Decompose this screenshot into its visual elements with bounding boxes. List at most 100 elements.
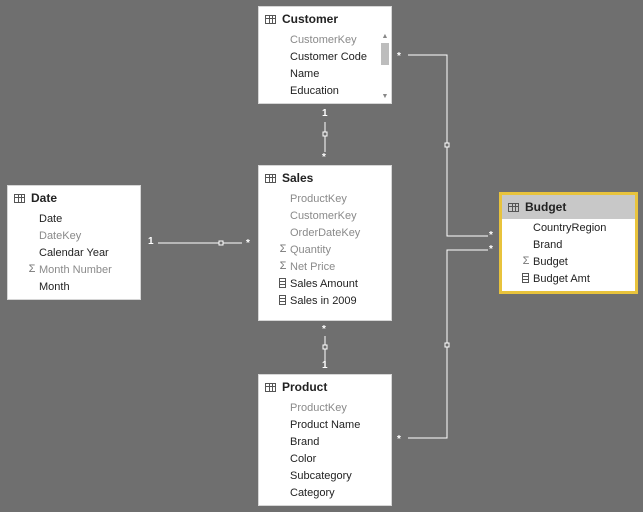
field-label: Occupation: [290, 102, 346, 104]
field-label: Budget Amt: [533, 272, 590, 285]
table-title: Sales: [282, 171, 314, 185]
cardinality-many: *: [322, 324, 326, 335]
table-title: Date: [31, 191, 58, 205]
scroll-down-icon[interactable]: ▼: [381, 93, 389, 100]
field-item[interactable]: Category: [259, 484, 391, 501]
table-title: Customer: [282, 12, 339, 26]
rel-marker: [322, 131, 328, 137]
field-item[interactable]: Date: [8, 210, 140, 227]
field-item[interactable]: ProductKey: [259, 190, 391, 207]
cardinality-many: *: [489, 230, 493, 241]
field-label: ProductKey: [290, 401, 347, 414]
table-title: Product: [282, 380, 328, 394]
field-item[interactable]: Color: [259, 450, 391, 467]
field-item[interactable]: Month: [8, 278, 140, 295]
field-label: Brand: [290, 435, 320, 448]
calculator-icon: [279, 278, 286, 288]
field-label: DateKey: [39, 229, 82, 242]
field-item[interactable]: OrderDateKey: [259, 224, 391, 241]
calculator-icon: [279, 295, 286, 305]
scroll-up-icon[interactable]: ▲: [381, 33, 389, 40]
table-title: Budget: [525, 200, 567, 214]
sigma-icon: Σ: [28, 263, 36, 275]
table-icon: [508, 202, 519, 212]
rel-marker: [322, 344, 328, 350]
field-label: Calendar Year: [39, 246, 109, 259]
cardinality-many: *: [489, 244, 493, 255]
sigma-icon: Σ: [279, 260, 287, 272]
rel-marker: [444, 342, 450, 348]
field-item[interactable]: Sales in 2009: [259, 292, 391, 309]
cardinality-one: 1: [322, 108, 328, 119]
field-label: CustomerKey: [290, 209, 357, 222]
field-label: Month: [39, 280, 70, 293]
table-header[interactable]: Customer: [259, 7, 391, 31]
scroll-thumb[interactable]: [381, 43, 389, 65]
sigma-icon: Σ: [522, 255, 530, 267]
field-item[interactable]: Education: [259, 82, 391, 99]
table-header[interactable]: Sales: [259, 166, 391, 190]
table-icon: [265, 382, 276, 392]
field-item[interactable]: ProductKey: [259, 399, 391, 416]
field-label: Budget: [533, 255, 568, 268]
cardinality-many: *: [397, 434, 401, 445]
field-item[interactable]: Name: [259, 65, 391, 82]
field-label: Name: [290, 67, 320, 80]
table-header[interactable]: Product: [259, 375, 391, 399]
field-label: Education: [290, 84, 339, 97]
scrollbar[interactable]: ▲ ▼: [380, 33, 390, 101]
table-header[interactable]: Budget: [502, 195, 635, 219]
rel-marker: [218, 240, 224, 246]
table-header[interactable]: Date: [8, 186, 140, 210]
field-label: Net Price: [290, 260, 336, 273]
field-item[interactable]: Budget Amt: [502, 270, 635, 287]
field-item[interactable]: Occupation: [259, 99, 391, 104]
field-item[interactable]: Calendar Year: [8, 244, 140, 261]
rel-marker: [444, 142, 450, 148]
field-label: Color: [290, 452, 317, 465]
field-item[interactable]: Customer Code: [259, 48, 391, 65]
field-item[interactable]: CountryRegion: [502, 219, 635, 236]
cardinality-many: *: [246, 238, 250, 249]
field-label: Customer Code: [290, 50, 368, 63]
field-label: Sales Amount: [290, 277, 358, 290]
field-item[interactable]: Brand: [502, 236, 635, 253]
field-label: CountryRegion: [533, 221, 607, 234]
table-icon: [265, 173, 276, 183]
field-item[interactable]: CustomerKey: [259, 31, 391, 48]
field-item[interactable]: DateKey: [8, 227, 140, 244]
cardinality-one: 1: [148, 236, 154, 247]
table-icon: [265, 14, 276, 24]
table-icon: [14, 193, 25, 203]
field-label: Month Number: [39, 263, 112, 276]
field-item[interactable]: Subcategory: [259, 467, 391, 484]
field-label: Subcategory: [290, 469, 352, 482]
field-label: OrderDateKey: [290, 226, 361, 239]
field-label: Brand: [533, 238, 563, 251]
field-item[interactable]: Product Name: [259, 416, 391, 433]
cardinality-one: 1: [322, 360, 328, 371]
field-item[interactable]: CustomerKey: [259, 207, 391, 224]
field-label: Sales in 2009: [290, 294, 357, 307]
field-label: CustomerKey: [290, 33, 357, 46]
field-item[interactable]: Brand: [259, 433, 391, 450]
field-label: Product Name: [290, 418, 361, 431]
sigma-icon: Σ: [279, 243, 287, 255]
field-item[interactable]: Sales Amount: [259, 275, 391, 292]
